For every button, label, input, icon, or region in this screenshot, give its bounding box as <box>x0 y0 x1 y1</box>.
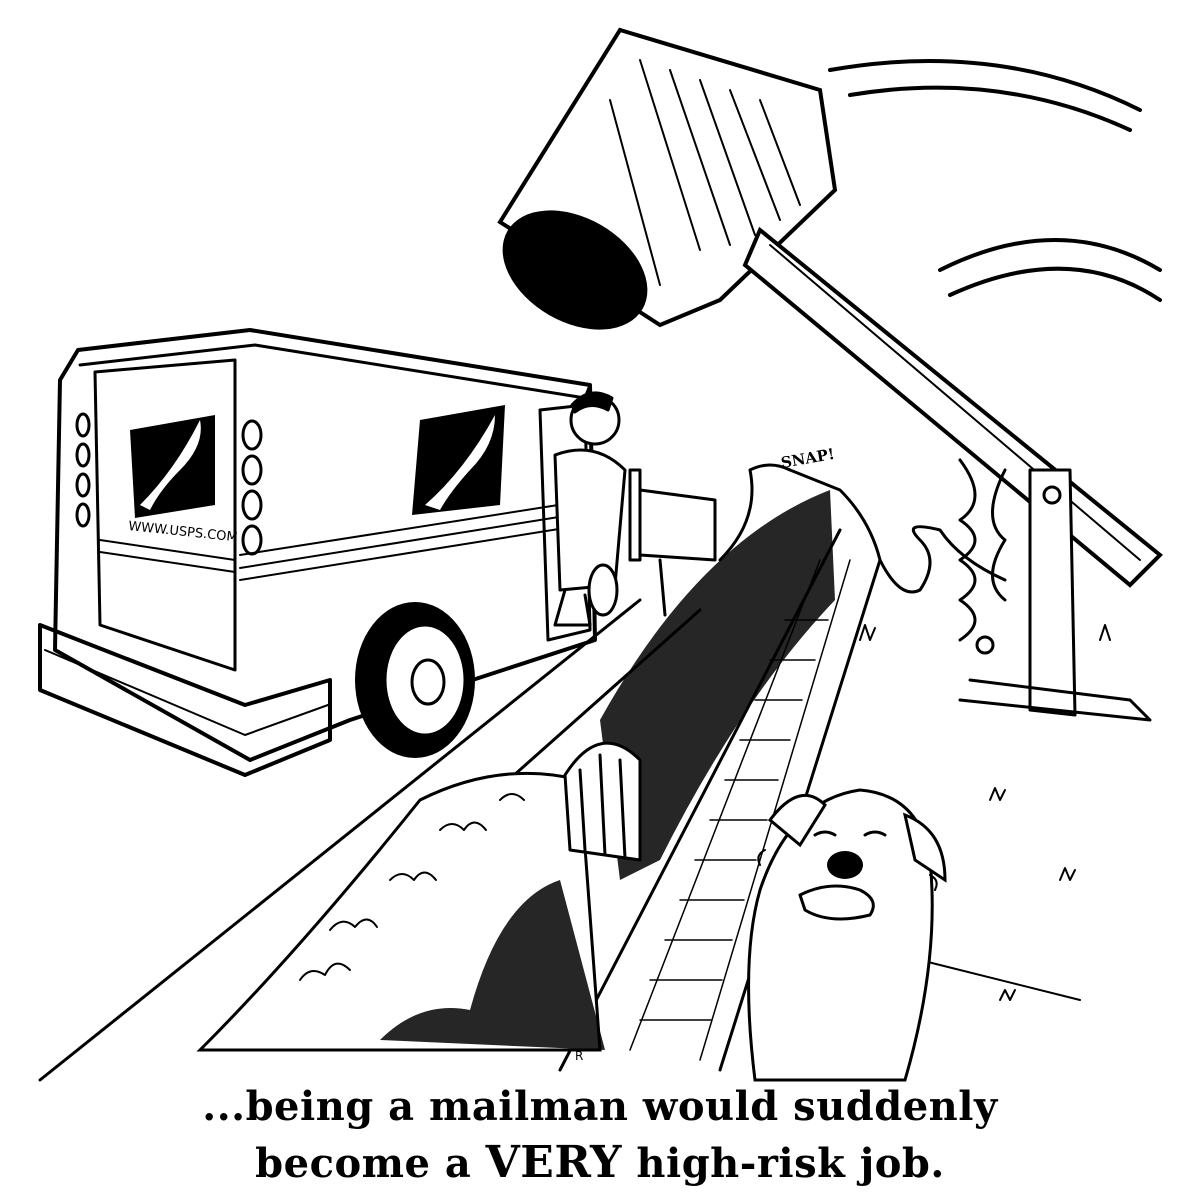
caption-emphasis: VERY <box>485 1137 622 1188</box>
hedge <box>196 490 835 1052</box>
caption-line-2-end: high-risk job. <box>621 1140 945 1187</box>
caption-line-2-start: become a <box>255 1140 486 1187</box>
walkway <box>629 559 851 1061</box>
caption-line-2: become a VERY high-risk job. <box>0 1137 1200 1188</box>
truck-website-text: WWW.USPS.COM <box>128 519 239 545</box>
mailbox <box>628 468 717 617</box>
usps-eagle-logo-side <box>412 405 505 515</box>
truck-lights <box>75 412 263 556</box>
caption-line-1: ...being a mailman would suddenly <box>202 1083 998 1130</box>
grass-tufts <box>859 624 1111 1001</box>
usps-eagle-logo-rear <box>130 415 215 518</box>
truck-wheel <box>355 602 475 758</box>
trip-wire <box>718 463 1007 594</box>
snap-sound-effect: SNAP! <box>780 445 836 472</box>
artist-initials: R <box>575 1049 583 1063</box>
motion-lines <box>828 59 1162 302</box>
mallet-head <box>497 27 838 330</box>
mail-truck: WWW.USPS.COM <box>38 328 597 777</box>
dog <box>747 788 947 1082</box>
garden-gate <box>563 741 642 862</box>
mailman <box>553 391 627 627</box>
trap-mechanism <box>958 458 1152 722</box>
